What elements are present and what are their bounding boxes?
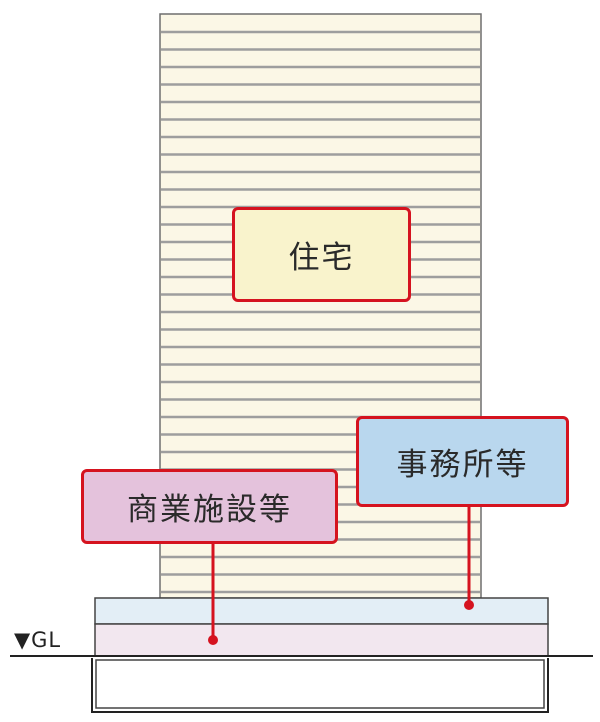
label-residential: 住宅 [232,207,411,302]
office-floor [94,597,549,625]
office-leader-dot [464,600,474,610]
ground-level-text: GL [31,628,62,652]
ground-level-label: ▼GL [14,628,61,652]
triangle-down-icon: ▼ [14,628,32,652]
tower-stripes [161,30,480,594]
basement-outline [91,658,549,713]
label-commercial: 商業施設等 [81,469,338,544]
commercial-floor [94,623,549,657]
commercial-leader-dot [208,635,218,645]
label-office: 事務所等 [356,416,569,507]
basement-floor [95,659,545,709]
